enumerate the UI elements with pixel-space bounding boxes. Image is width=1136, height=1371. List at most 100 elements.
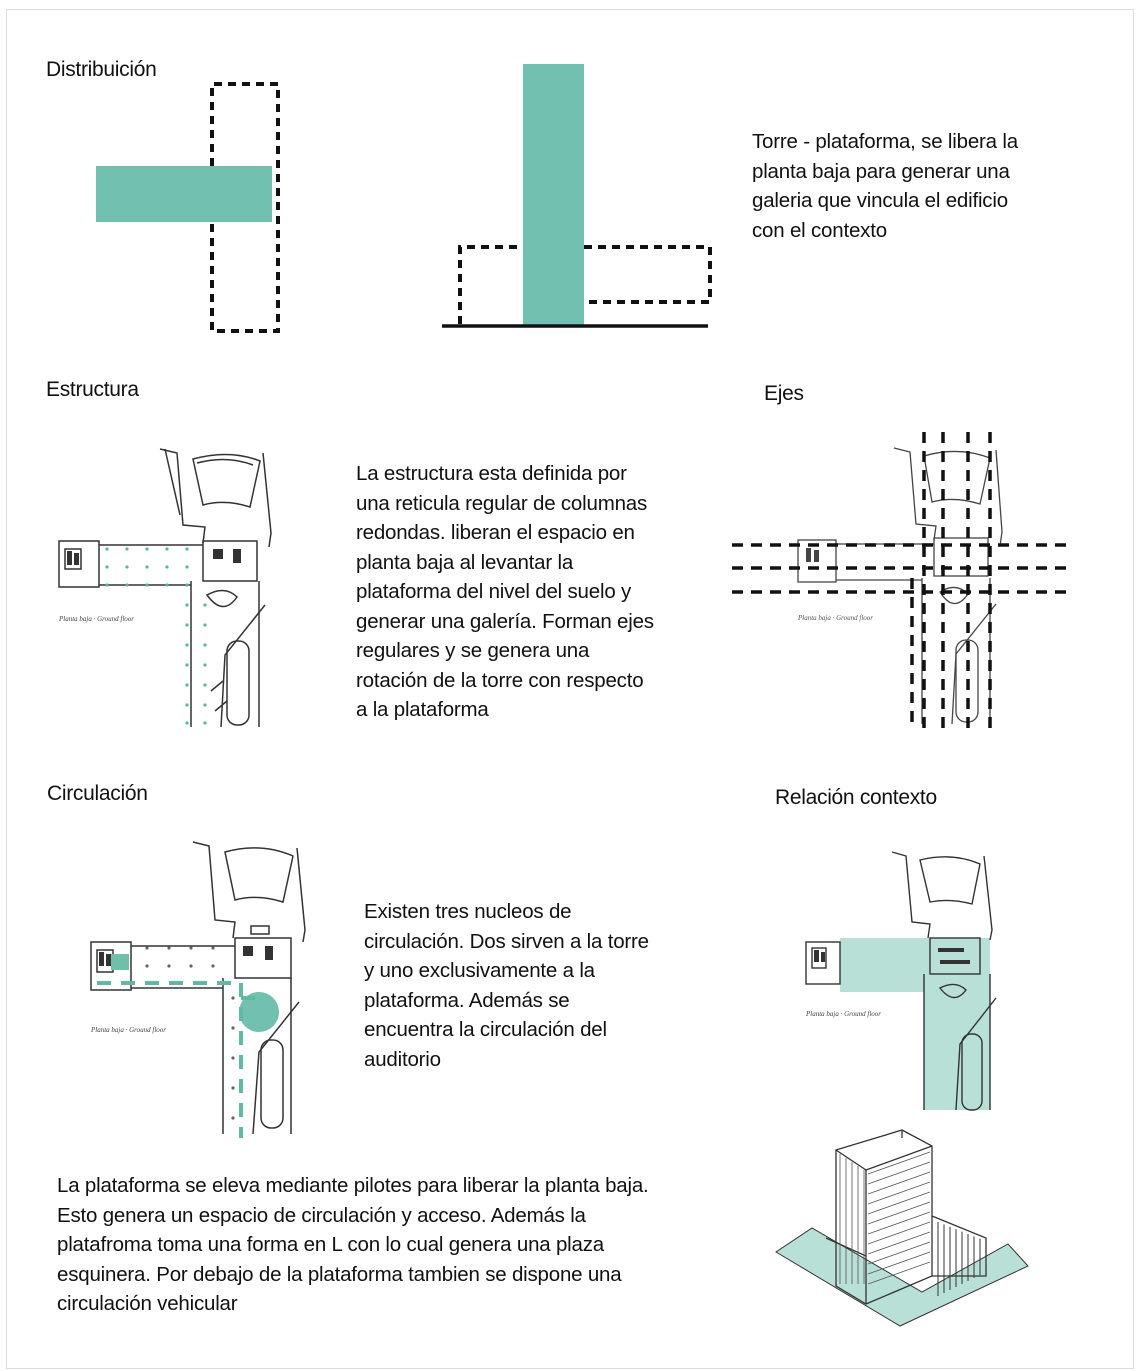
page-frame: [6, 9, 1134, 1369]
column-dot: [211, 964, 215, 968]
tower-block: [523, 64, 584, 326]
column-dot: [185, 547, 189, 551]
column-dot: [185, 663, 189, 667]
column-dot: [185, 603, 189, 607]
right-dashed-volume: [584, 245, 712, 304]
text-line: Torre - plataforma, se libera la: [752, 130, 1018, 153]
facade-line: [867, 1221, 931, 1245]
text-line: planta baja para generar una: [752, 159, 1010, 183]
column-dot: [105, 547, 109, 551]
facade-line: [867, 1171, 931, 1195]
text-line: La plataforma se eleva mediante pilotes …: [57, 1174, 649, 1197]
drawing-caption: Planta baja · Ground floor: [58, 615, 134, 623]
column-dot: [125, 565, 129, 569]
circulation-paths-dashed: [97, 981, 259, 1138]
axonometric-sketch: [775, 1129, 1029, 1327]
text-line: auditorio: [364, 1047, 441, 1071]
column-dot: [231, 1116, 235, 1120]
drawing-caption: Planta baja · Ground floor: [797, 614, 873, 622]
plaza-ground: [775, 1227, 1029, 1327]
column-dot: [167, 964, 171, 968]
column-dot: [145, 964, 149, 968]
column-dot: [231, 996, 235, 1000]
facade-line: [867, 1161, 931, 1185]
column-dot: [105, 565, 109, 569]
column-dot: [203, 663, 207, 667]
paragraph-distribucion: Torre - plataforma, se libera la planta …: [752, 127, 1068, 245]
text-line: encuentra la circulación del: [364, 1018, 607, 1041]
text-line: circulación. Dos sirven a la torre: [364, 929, 649, 953]
text-line: plataforma del nivel del suelo y: [356, 580, 632, 603]
facade-line: [867, 1231, 931, 1255]
column-dot: [203, 623, 207, 627]
column-dot: [189, 946, 193, 950]
column-dot: [145, 547, 149, 551]
dashed-axes: [732, 432, 1074, 728]
text-line: esquinera. Por debajo de la plataforma t…: [57, 1262, 622, 1286]
text-line: plataforma. Además se: [364, 988, 570, 1012]
column-dot: [185, 721, 189, 725]
text-line: Existen tres nucleos de: [364, 900, 572, 923]
heading-distribucion: Distribuición: [46, 58, 157, 81]
column-dot: [165, 565, 169, 569]
column-dot: [105, 583, 109, 587]
heading-estructura: Estructura: [46, 378, 139, 401]
column-dot: [165, 583, 169, 587]
drawing-caption: Planta baja · Ground floor: [90, 1026, 166, 1034]
platform-block: [96, 166, 272, 222]
column-dot: [185, 623, 189, 627]
column-dot: [165, 547, 169, 551]
context-plan-drawing: Planta baja · Ground floor: [805, 851, 997, 1111]
column-dot: [145, 583, 149, 587]
facade-line: [867, 1201, 931, 1225]
paragraph-plataforma: La plataforma se eleva mediante pilotes …: [57, 1171, 738, 1319]
column-dot: [185, 583, 189, 587]
column-grid: [145, 946, 235, 1120]
column-dot: [125, 583, 129, 587]
circulation-core-highlight: [239, 992, 279, 1032]
text-line: a la plataforma: [356, 698, 489, 721]
facade-line: [867, 1181, 931, 1205]
facade-hatching: [839, 1151, 931, 1285]
paragraph-estructura: La estructura esta definida por una reti…: [356, 459, 690, 725]
column-dot: [185, 683, 189, 687]
axes-plan-drawing: Planta baja · Ground floor: [732, 432, 1074, 728]
column-dot: [231, 1086, 235, 1090]
column-dot: [189, 964, 193, 968]
column-dot: [203, 721, 207, 725]
facade-line: [867, 1251, 931, 1275]
column-dot: [125, 547, 129, 551]
text-line: Esto genera un espacio de circulación y …: [57, 1203, 586, 1227]
heading-ejes: Ejes: [764, 382, 804, 405]
text-line: regulares y se genera una: [356, 639, 590, 662]
column-dot: [185, 643, 189, 647]
l-platform-shaded-area: [840, 938, 990, 1110]
text-line: platafroma toma una forma en L con lo cu…: [57, 1233, 604, 1256]
facade-line: [867, 1261, 931, 1285]
column-dot: [203, 703, 207, 707]
text-line: galeria que vincula el edificio: [752, 189, 1008, 212]
column-dot: [203, 683, 207, 687]
column-dot: [231, 1056, 235, 1060]
structure-plan-drawing: Planta baja · Ground floor: [58, 448, 272, 728]
paragraph-circulacion: Existen tres nucleos de circulación. Dos…: [364, 897, 690, 1074]
column-dot: [167, 946, 171, 950]
column-dot: [211, 946, 215, 950]
column-dot: [231, 1026, 235, 1030]
column-dot: [145, 946, 149, 950]
text-line: una reticula regular de columnas: [356, 491, 648, 515]
distribution-plan-diagram: [96, 82, 280, 333]
left-dashed-volume: [458, 245, 523, 324]
text-line: planta baja al levantar la: [356, 550, 574, 574]
facade-line: [867, 1211, 931, 1235]
text-line: y uno exclusivamente a la: [364, 959, 595, 982]
column-dot: [145, 565, 149, 569]
heading-relacion-contexto: Relación contexto: [775, 786, 937, 809]
text-line: circulación vehicular: [57, 1292, 238, 1315]
drawing-caption: Planta baja · Ground floor: [805, 1010, 881, 1018]
circulation-plan-drawing: Planta baja · Ground floor: [90, 841, 306, 1138]
facade-line: [867, 1191, 931, 1215]
text-line: La estructura esta definida por: [356, 462, 627, 485]
distribution-section-diagram: [442, 64, 712, 328]
tower-outline-dashed: [210, 82, 280, 333]
